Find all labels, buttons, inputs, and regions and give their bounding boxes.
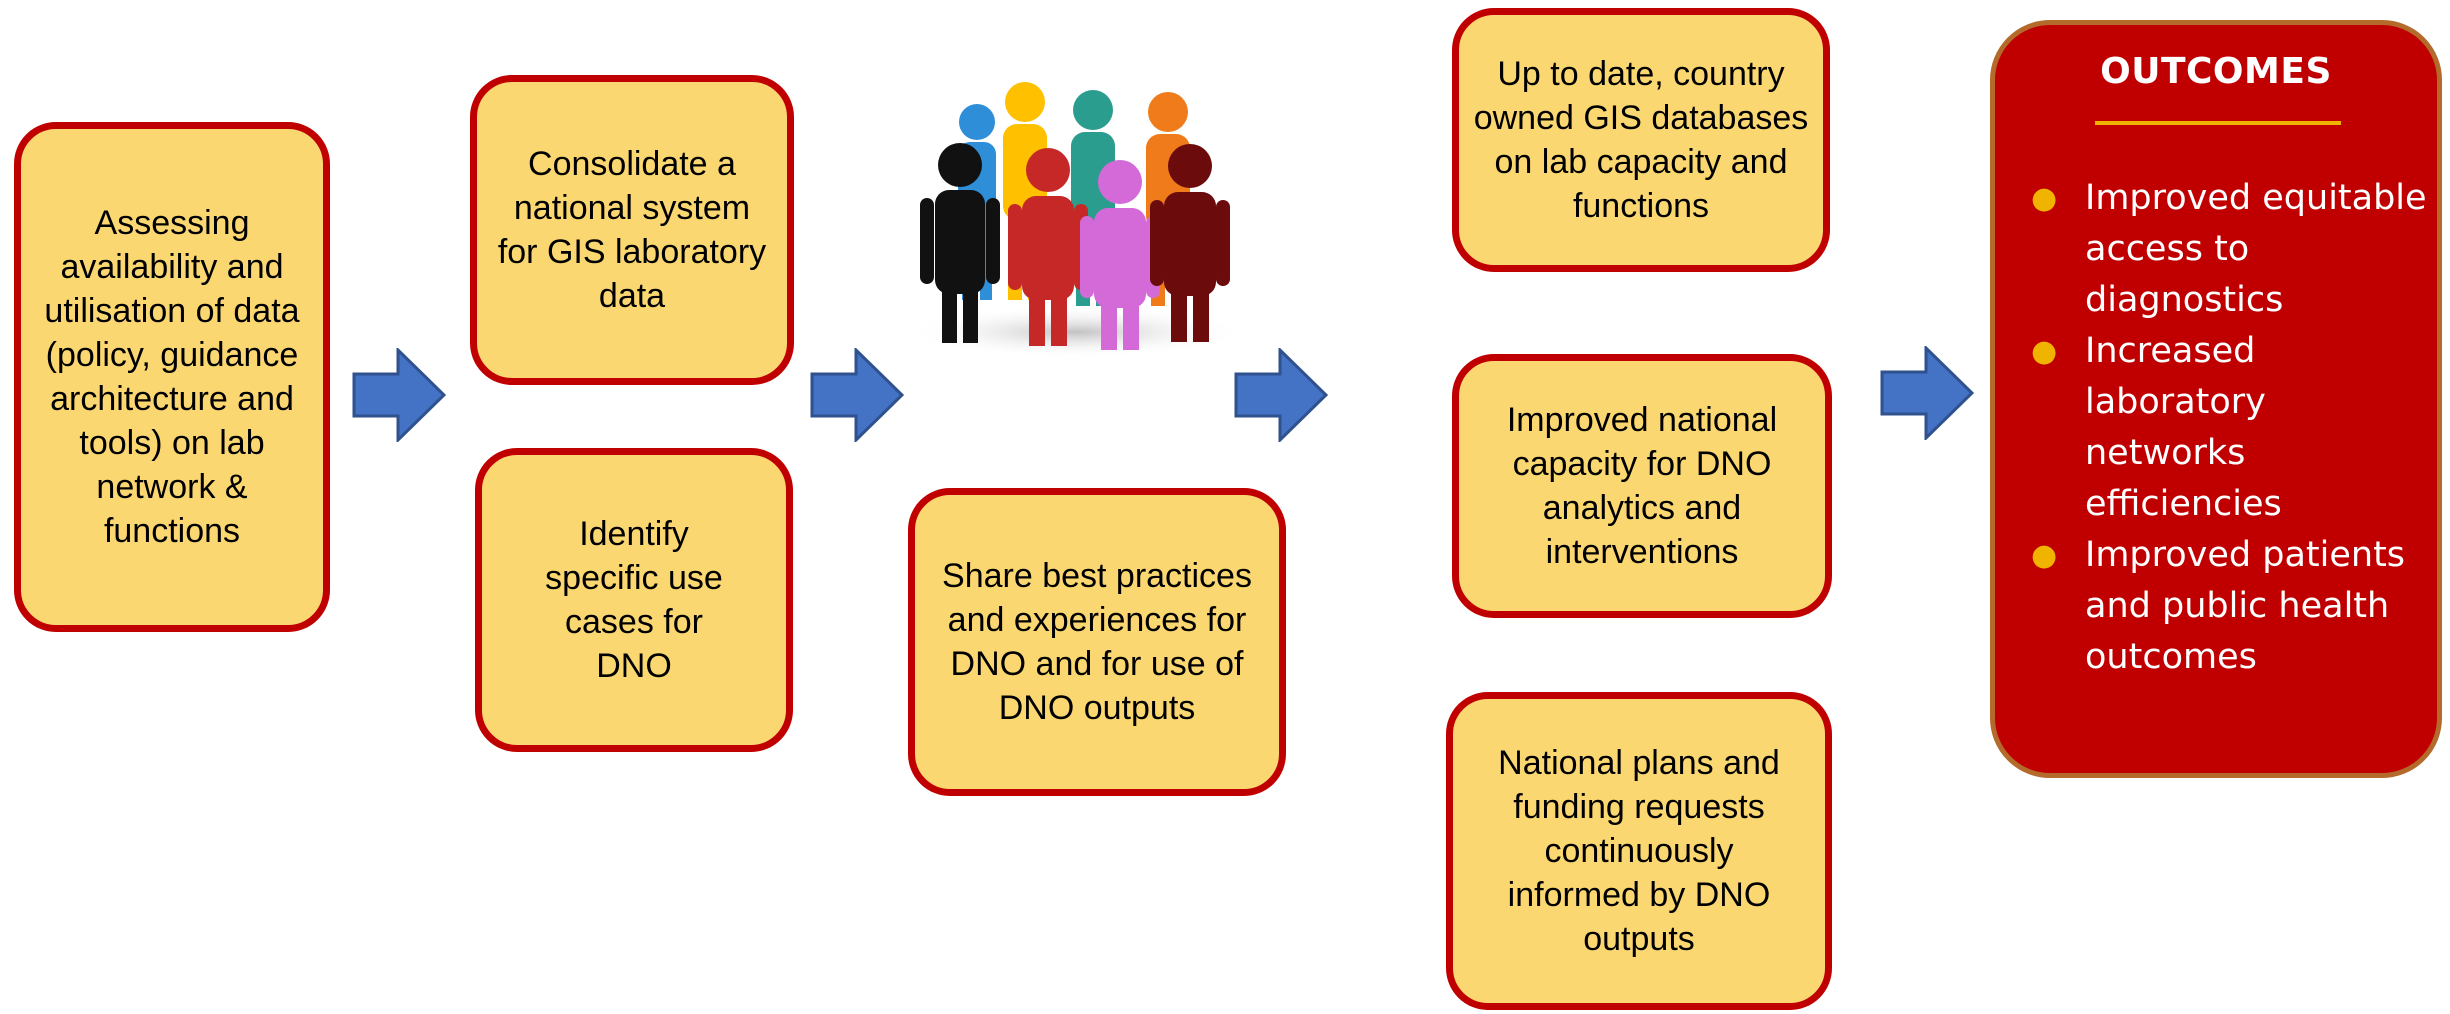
outcomes-divider: [2095, 121, 2341, 125]
outcomes-title: OUTCOMES: [2100, 51, 2332, 92]
outcome-text: Increased laboratory networks efficienci…: [2085, 331, 2282, 524]
right-arrow-icon: [352, 348, 446, 442]
gis-db-box: Up to date, country owned GIS databases …: [1452, 8, 1830, 272]
capacity-box: Improved national capacity for DNO analy…: [1452, 354, 1832, 618]
outcome-item: ● Improved equitable access to diagnosti…: [2025, 173, 2427, 326]
assess-text: Assessing availability and utilisation o…: [44, 204, 300, 550]
right-arrow-icon: [810, 348, 904, 442]
consolidate-box: Consolidate a national system for GIS la…: [470, 75, 794, 385]
outcome-item: ● Increased laboratory networks efficien…: [2025, 326, 2427, 530]
right-arrow-icon: [1880, 346, 1974, 440]
identify-box: Identify specific use cases for DNO: [475, 448, 793, 752]
capacity-text: Improved national capacity for DNO analy…: [1506, 401, 1778, 571]
bullet-icon: ●: [2031, 334, 2058, 369]
bullet-icon: ●: [2031, 538, 2058, 573]
plans-text: National plans and funding requests cont…: [1498, 744, 1780, 958]
outcomes-panel: OUTCOMES ● Improved equitable access to …: [1990, 20, 2442, 778]
outcome-text: Improved equitable access to diagnostics: [2085, 178, 2427, 320]
identify-text: Identify specific use cases for DNO: [545, 515, 723, 685]
plans-box: National plans and funding requests cont…: [1446, 692, 1832, 1010]
outcomes-list: ● Improved equitable access to diagnosti…: [2025, 173, 2427, 683]
share-text: Share best practices and experiences for…: [942, 557, 1252, 727]
gis-db-text: Up to date, country owned GIS databases …: [1473, 55, 1809, 225]
people-group-icon: [905, 82, 1245, 358]
bullet-icon: ●: [2031, 181, 2058, 216]
assess-box: Assessing availability and utilisation o…: [14, 122, 330, 632]
outcome-text: Improved patients and public health outc…: [2085, 535, 2406, 677]
outcome-item: ● Improved patients and public health ou…: [2025, 530, 2427, 683]
share-box: Share best practices and experiences for…: [908, 488, 1286, 796]
right-arrow-icon: [1234, 348, 1328, 442]
consolidate-text: Consolidate a national system for GIS la…: [497, 145, 767, 315]
